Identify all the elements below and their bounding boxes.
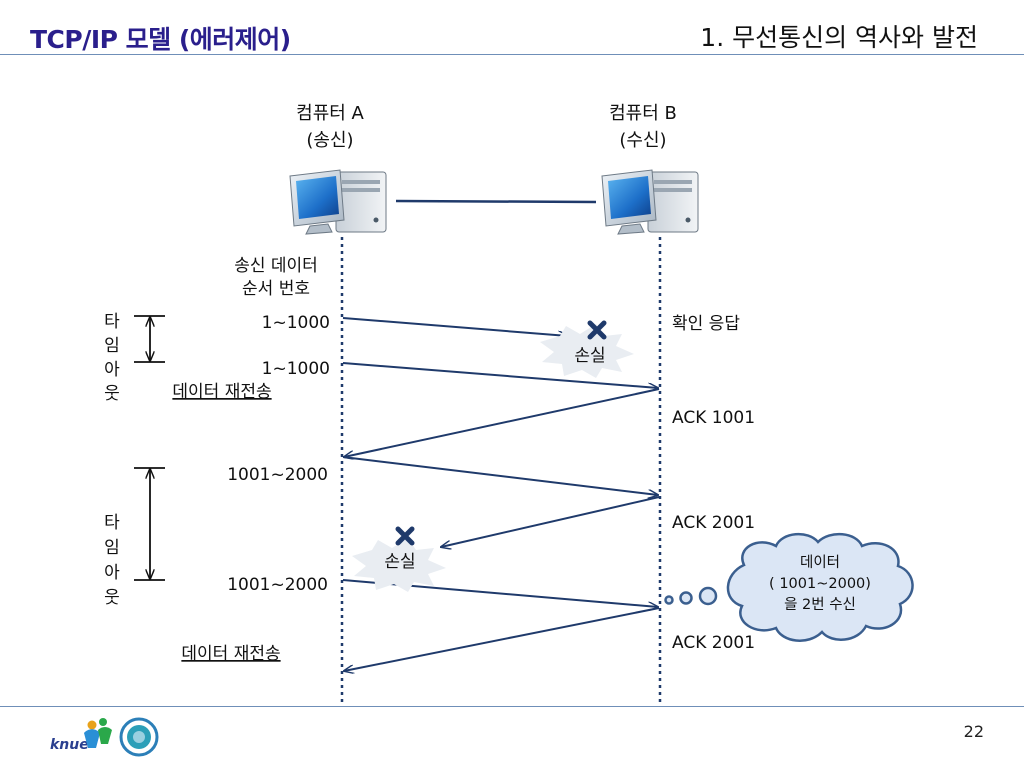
retransmit-label-2: 데이터 재전송 xyxy=(181,644,280,664)
network-link xyxy=(395,199,597,204)
ack-arrow-3 xyxy=(344,607,660,671)
segment-arrow-1-lost xyxy=(342,317,568,336)
footer-rule xyxy=(0,706,1024,707)
loss-label-2: 손실 xyxy=(384,552,415,572)
timeout-1-char-2: 임 xyxy=(104,336,120,356)
ack-arrow-2-lost xyxy=(441,496,660,547)
ack-label-3: ACK 2001 xyxy=(672,633,755,653)
loss-burst-1: 손실 xyxy=(540,320,634,378)
host-a-name: 컴퓨터 A xyxy=(296,103,364,124)
knue-logo-text: knue xyxy=(50,737,89,753)
timeout-2-char-2: 임 xyxy=(104,538,120,558)
cloud-line-3: 을 2번 수신 xyxy=(784,596,856,613)
loss-x-icon-2 xyxy=(395,526,415,546)
page-title: TCP/IP 모델 (에러제어) xyxy=(30,25,291,54)
host-b-name: 컴퓨터 B xyxy=(609,103,677,124)
timeout-2-bracket xyxy=(134,467,165,581)
computer-a-icon xyxy=(289,169,387,235)
host-b-role: (수신) xyxy=(619,130,666,151)
timeout-1-char-1: 타 xyxy=(104,312,120,332)
timeout-2-char-3: 아 xyxy=(104,563,120,583)
header-rule xyxy=(0,54,1024,55)
loss-x-icon-1 xyxy=(587,320,607,340)
ack-header-label: 확인 응답 xyxy=(672,314,740,334)
timeout-2-char-1: 타 xyxy=(104,513,120,533)
segment-arrow-3 xyxy=(342,456,658,495)
cloud-line-1: 데이터 xyxy=(800,554,840,571)
timeout-2-char-4: 웃 xyxy=(104,588,120,608)
computer-b-icon xyxy=(601,169,699,235)
loss-burst-2: 손실 xyxy=(352,526,446,592)
segment-label-1: 1~1000 xyxy=(262,313,330,333)
university-seal-icon xyxy=(119,717,159,757)
ack-label-1: ACK 1001 xyxy=(672,408,755,428)
timeout-1-bracket xyxy=(134,315,165,363)
retransmit-label-1: 데이터 재전송 xyxy=(172,382,271,402)
cloud-line-2: ( 1001~2000) xyxy=(769,576,871,592)
segment-label-4: 1001~2000 xyxy=(227,575,328,595)
thought-cloud: 데이터 ( 1001~2000) 을 2번 수신 xyxy=(664,533,914,642)
send-data-label: 송신 데이터 xyxy=(234,256,318,276)
sequence-number-label: 순서 번호 xyxy=(242,279,310,299)
ack-arrow-1 xyxy=(344,388,660,457)
segment-label-3: 1001~2000 xyxy=(227,465,328,485)
timeout-1-char-4: 웃 xyxy=(104,384,120,404)
segment-arrow-2 xyxy=(342,362,658,388)
host-a-role: (송신) xyxy=(306,130,353,151)
page-number: 22 xyxy=(963,722,984,741)
ack-label-2: ACK 2001 xyxy=(672,513,755,533)
section-title: 1. 무선통신의 역사와 발전 xyxy=(700,23,978,52)
loss-label-1: 손실 xyxy=(574,346,605,366)
timeout-1-char-3: 아 xyxy=(104,360,120,380)
knue-logo: knue xyxy=(50,718,112,753)
segment-label-2: 1~1000 xyxy=(262,359,330,379)
